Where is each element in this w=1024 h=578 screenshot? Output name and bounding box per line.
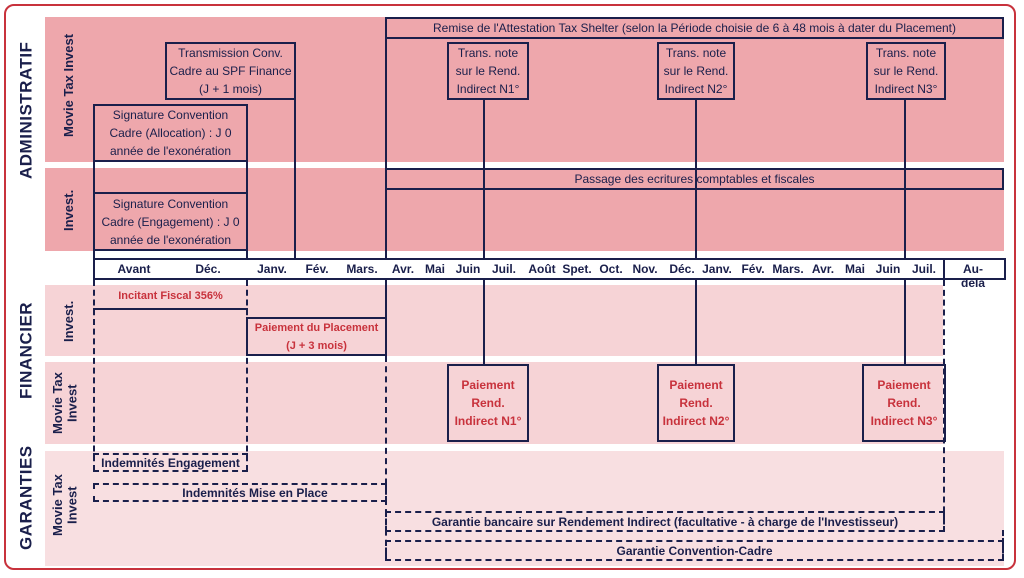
line-avant-left [93,104,95,258]
section-administratif: ADMINISTRATIF [16,41,36,179]
month-label: Juil. [911,262,936,276]
incitant-fiscal-label: Incitant Fiscal 356% [118,290,223,302]
month-label: Déc. [195,262,221,276]
line-avr [385,17,387,258]
garantie-bancaire-box: Garantie bancaire sur Rendement Indirect… [385,511,945,532]
month-label: Oct. [599,262,623,276]
section-garanties: GARANTIES [16,445,36,550]
transmission-box: Transmission Conv. Cadre au SPF Finance … [165,42,296,100]
pay-n2-box: Paiement Rend. Indirect N2° [657,364,735,442]
month-label: Mai [844,262,865,276]
line-placement [385,280,387,346]
month-label: Mai [424,262,445,276]
line-transmission [294,99,296,258]
dash-line-dec [246,280,248,471]
month-label: Déc. [669,262,695,276]
diagram-frame [4,4,1016,570]
line-dec [246,104,248,258]
month-label: Nov. [632,262,658,276]
month-label: Avr. [391,262,415,276]
month-label: Mars. [346,262,378,276]
row-label-fin-mti: Movie Tax Invest [50,372,80,434]
band-admin-invest [45,168,1004,251]
line-n3 [904,99,906,258]
garantie-convention-box: Garantie Convention-Cadre [385,540,1004,561]
month-label: Avant [117,262,151,276]
month-label: Au-delà [960,262,985,290]
row-label-admin-invest: Invest. [60,189,76,231]
timeline-divider [943,258,945,280]
month-label: Avr. [811,262,835,276]
section-financier: FINANCIER [16,301,36,399]
dash-line-avant [93,280,95,471]
pay-n1-box: Paiement Rend. Indirect N1° [447,364,529,442]
band-fin-invest [45,285,943,356]
month-label: Juin [455,262,481,276]
band-fin-mti [45,362,943,444]
month-label: Juin [875,262,901,276]
row-label-fin-invest: Invest. [60,300,76,342]
month-label: Juil. [491,262,516,276]
month-label: Spet. [562,262,592,276]
row-label-admin-mti: Movie Tax Invest [60,33,76,137]
dash-line-avr [385,356,387,556]
band-admin-mti [45,17,1004,162]
paiement-placement-box: Paiement du Placement (J + 3 mois) [246,317,387,356]
line-n2 [695,99,697,258]
line-n1 [483,99,485,258]
trans-n3-box: Trans. note sur le Rend. Indirect N3° [866,42,946,100]
indemnites-engagement-box: Indemnités Engagement [93,453,248,472]
signature-allocation-box: Signature Convention Cadre (Allocation) … [93,104,248,162]
line-pay-n3 [904,280,906,364]
month-label: Fév. [741,262,765,276]
line-pay-n1 [483,280,485,364]
pay-n3-box: Paiement Rend. Indirect N3° [862,364,946,442]
month-label: Mars. [772,262,804,276]
incitant-underline [93,308,248,310]
row-label-gar-mti: Movie Tax Invest [50,474,80,536]
trans-n1-box: Trans. note sur le Rend. Indirect N1° [447,42,529,100]
indemnites-mise-en-place-box: Indemnités Mise en Place [93,483,387,502]
remise-attestation-box: Remise de l'Attestation Tax Shelter (sel… [385,17,1004,39]
month-label: Août [528,262,556,276]
month-label: Janv. [702,262,732,276]
signature-engagement-box: Signature Convention Cadre (Engagement) … [93,192,248,251]
trans-n2-box: Trans. note sur le Rend. Indirect N2° [657,42,735,100]
month-label: Janv. [257,262,287,276]
line-pay-n2 [695,280,697,364]
month-label: Fév. [305,262,329,276]
passage-ecritures-box: Passage des ecritures comptables et fisc… [385,168,1004,190]
timeline-bar [93,258,1006,280]
